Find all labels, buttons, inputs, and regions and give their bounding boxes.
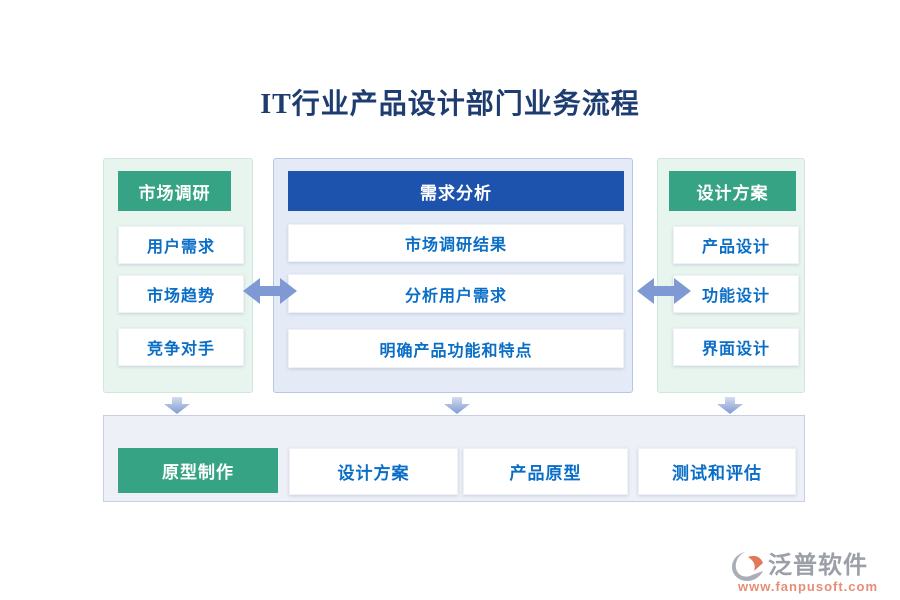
left-right-arrow-icon (243, 278, 297, 304)
panel-market-research: 市场调研 用户需求 市场趋势 竞争对手 (103, 158, 253, 393)
page-title: IT行业产品设计部门业务流程 (260, 89, 640, 120)
panel-header-market-research: 市场调研 (118, 171, 231, 211)
down-arrow-icon (164, 397, 190, 414)
flow-node-product-prototype: 产品原型 (463, 448, 628, 495)
vendor-url: www.fanpusoft.com (738, 579, 879, 594)
flow-node-product-design: 产品设计 (673, 226, 799, 264)
fanpu-logo-icon (732, 552, 763, 581)
vendor-watermark: 泛普软件 www.fanpusoft.com (732, 551, 890, 594)
flow-node-market-trends: 市场趋势 (118, 275, 244, 313)
flow-node-prototype-making: 原型制作 (118, 448, 278, 493)
down-arrow-icon (444, 397, 470, 414)
left-right-arrow-icon (637, 278, 691, 304)
flow-node-analyze-user-needs: 分析用户需求 (288, 274, 624, 313)
vendor-watermark-top: 泛普软件 (732, 551, 890, 581)
panel-design-plan: 设计方案 产品设计 功能设计 界面设计 (657, 158, 805, 393)
flow-node-ui-design: 界面设计 (673, 328, 799, 366)
panel-header-requirement-analysis: 需求分析 (288, 171, 624, 211)
panel-requirement-analysis: 需求分析 市场调研结果 分析用户需求 明确产品功能和特点 (273, 158, 633, 393)
flow-node-competitors: 竞争对手 (118, 328, 244, 366)
panel-header-design-plan: 设计方案 (669, 171, 796, 211)
vendor-brand-name: 泛普软件 (768, 552, 868, 579)
flow-node-test-evaluate: 测试和评估 (638, 448, 796, 495)
flow-node-design-scheme: 设计方案 (289, 448, 458, 495)
down-arrow-icon (717, 397, 743, 414)
flow-node-function-design: 功能设计 (673, 275, 799, 313)
panel-prototype-stage: 原型制作 设计方案 产品原型 测试和评估 (103, 415, 805, 502)
flow-node-user-needs: 用户需求 (118, 226, 244, 264)
flow-node-define-features: 明确产品功能和特点 (288, 329, 624, 368)
flow-node-research-results: 市场调研结果 (288, 224, 624, 262)
